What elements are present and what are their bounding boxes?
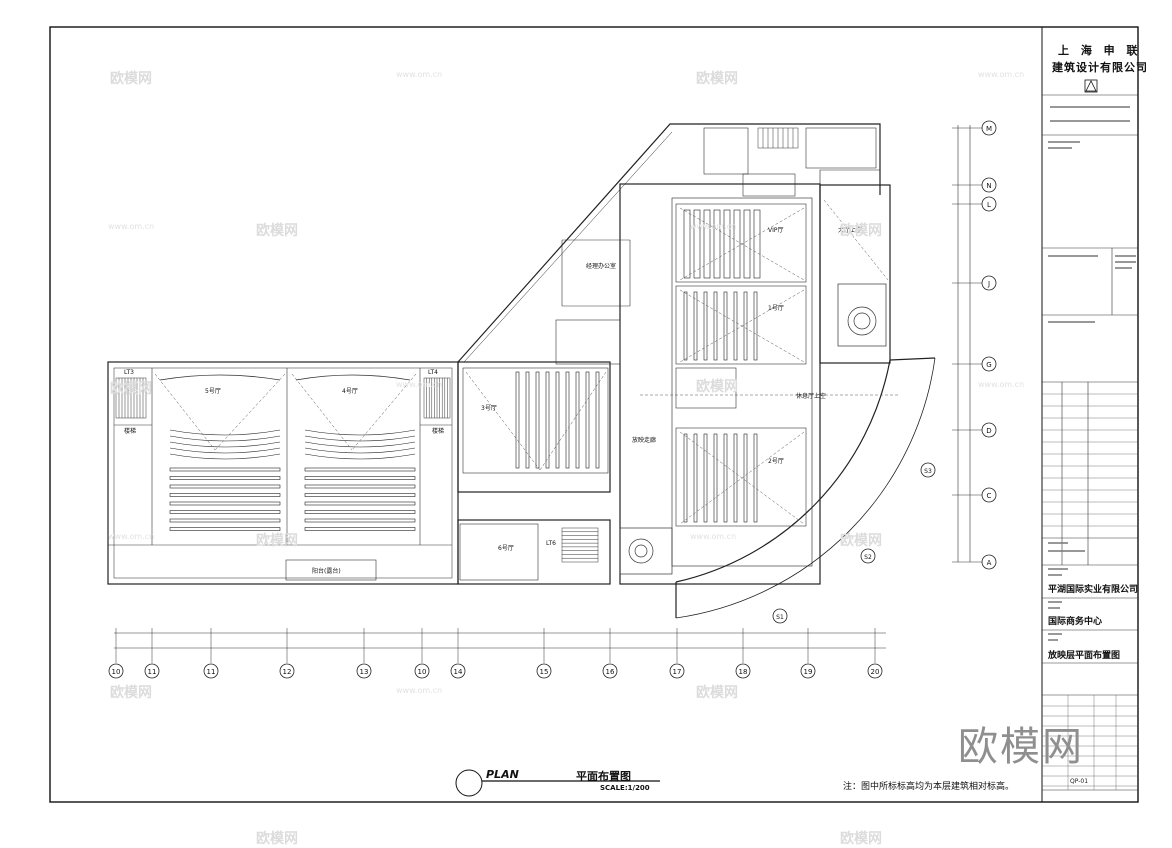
room-hall1: 1号厅 — [768, 305, 784, 312]
axis-bubble — [536, 663, 552, 679]
circular-features — [619, 283, 887, 575]
axis-label: A — [987, 559, 992, 567]
axis-label: M — [986, 125, 992, 133]
building-outline — [107, 123, 936, 619]
cinema-seating — [169, 209, 761, 531]
room-hall4: 4号厅 — [342, 388, 358, 395]
axis-label: D — [986, 427, 991, 435]
axis-bubble — [772, 608, 788, 624]
axis-label: 15 — [540, 668, 549, 676]
axis-label: G — [986, 361, 991, 369]
axis-bubble — [981, 120, 997, 136]
axis-label: 19 — [804, 668, 813, 676]
axis-bubble — [144, 663, 160, 679]
stairs — [115, 127, 799, 563]
axis-label: 12 — [283, 668, 292, 676]
sheet-border — [49, 26, 1139, 803]
title-block-lower-grid — [1042, 695, 1138, 790]
axis-bubble — [981, 356, 997, 372]
axis-bubble — [602, 663, 618, 679]
title-block-lines — [1042, 94, 1138, 791]
plan-scale: SCALE:1/200 — [600, 784, 650, 792]
room-hall5: 5号厅 — [205, 388, 221, 395]
axis-bubble — [279, 663, 295, 679]
axis-label: S2 — [864, 554, 872, 561]
axis-ticks — [115, 127, 982, 663]
axis-label: S1 — [776, 614, 784, 621]
interior-walls — [108, 127, 877, 581]
axis-bubble — [981, 422, 997, 438]
axis-label: 10 — [418, 668, 427, 676]
axis-bubbles-arc: S1 S2 S3 — [772, 462, 936, 624]
axis-label: 20 — [871, 668, 880, 676]
axis-label: 13 — [360, 668, 369, 676]
plan-title-symbol — [455, 769, 660, 797]
axis-label: J — [987, 280, 990, 288]
axis-bubbles-bottom: 10 11 11 12 13 10 14 15 16 17 18 19 20 — [108, 663, 883, 679]
room-vip: VIP厅 — [768, 227, 784, 234]
axis-label: C — [987, 492, 992, 500]
client-name: 平湖国际实业有限公司 — [1048, 585, 1139, 595]
axis-bubble — [981, 275, 997, 291]
screen-arcs — [159, 374, 411, 381]
room-lobby-void: 休息厅上空 — [796, 392, 826, 400]
axis-label: 10 — [112, 668, 121, 676]
axis-bubble — [860, 548, 876, 564]
room-hall3: 3号厅 — [481, 405, 497, 412]
axis-label: 18 — [739, 668, 748, 676]
room-projection: 放映走廊 — [632, 436, 656, 444]
axis-bubble — [735, 663, 751, 679]
title-block-grid — [1042, 393, 1138, 527]
axis-bubble — [800, 663, 816, 679]
company-logo-icon — [1084, 79, 1098, 93]
drawing-number: QP-01 — [1070, 778, 1089, 785]
plan-title: 平面布置图 — [576, 770, 631, 783]
axis-bubble — [450, 663, 466, 679]
dimension-line-bottom — [114, 632, 886, 649]
axis-label: 17 — [673, 668, 682, 676]
plan-label: PLAN — [486, 768, 519, 781]
firm-name-line1: 上 海 申 联 — [1058, 44, 1142, 57]
room-balcony: 阳台(露台) — [312, 567, 341, 575]
axis-bubble — [920, 462, 936, 478]
axis-bubble — [981, 177, 997, 193]
room-lt4: LT4 — [428, 369, 438, 376]
room-lt3: LT3 — [124, 369, 134, 376]
axis-label: 14 — [454, 668, 463, 676]
axis-label: 11 — [207, 668, 216, 676]
axis-bubble — [108, 663, 124, 679]
room-lt6: LT6 — [546, 540, 556, 547]
room-stair-left: 楼梯 — [124, 427, 136, 435]
firm-name-line2: 建筑设计有限公司 — [1052, 61, 1148, 74]
drawing-title: 放映层平面布置图 — [1048, 651, 1121, 661]
axis-label: L — [987, 201, 991, 209]
axis-label: 16 — [606, 668, 615, 676]
room-office: 经理办公室 — [586, 262, 616, 270]
project-name: 国际商务中心 — [1048, 617, 1103, 627]
watermark-brand-large: 欧模网 — [958, 724, 1084, 770]
room-upper-void: 大厅上空 — [838, 226, 862, 234]
axis-bubble — [669, 663, 685, 679]
room-stair-right: 楼梯 — [432, 427, 444, 435]
axis-bubble — [203, 663, 219, 679]
axis-bubble — [867, 663, 883, 679]
axis-bubble — [981, 487, 997, 503]
axis-label: S3 — [924, 468, 932, 475]
room-labels: 5号厅 4号厅 3号厅 1号厅 2号厅 VIP厅 6号厅 放映走廊 大厅上空 休… — [124, 226, 862, 575]
elevation-note: 注：图中所标标高均为本层建筑相对标高。 — [843, 782, 1015, 792]
axis-label: N — [986, 182, 991, 190]
axis-bubble — [356, 663, 372, 679]
axis-bubble — [981, 196, 997, 212]
axis-bubble — [414, 663, 430, 679]
dimension-line-right — [957, 125, 971, 562]
axis-bubble — [981, 554, 997, 570]
title-block-fineprint — [1048, 106, 1136, 641]
axis-bubbles-right: M N L J G D C A — [981, 120, 997, 570]
projection-lines — [154, 199, 900, 525]
room-hall6: 6号厅 — [498, 545, 514, 552]
room-hall2: 2号厅 — [768, 458, 784, 465]
axis-label: 11 — [148, 668, 157, 676]
